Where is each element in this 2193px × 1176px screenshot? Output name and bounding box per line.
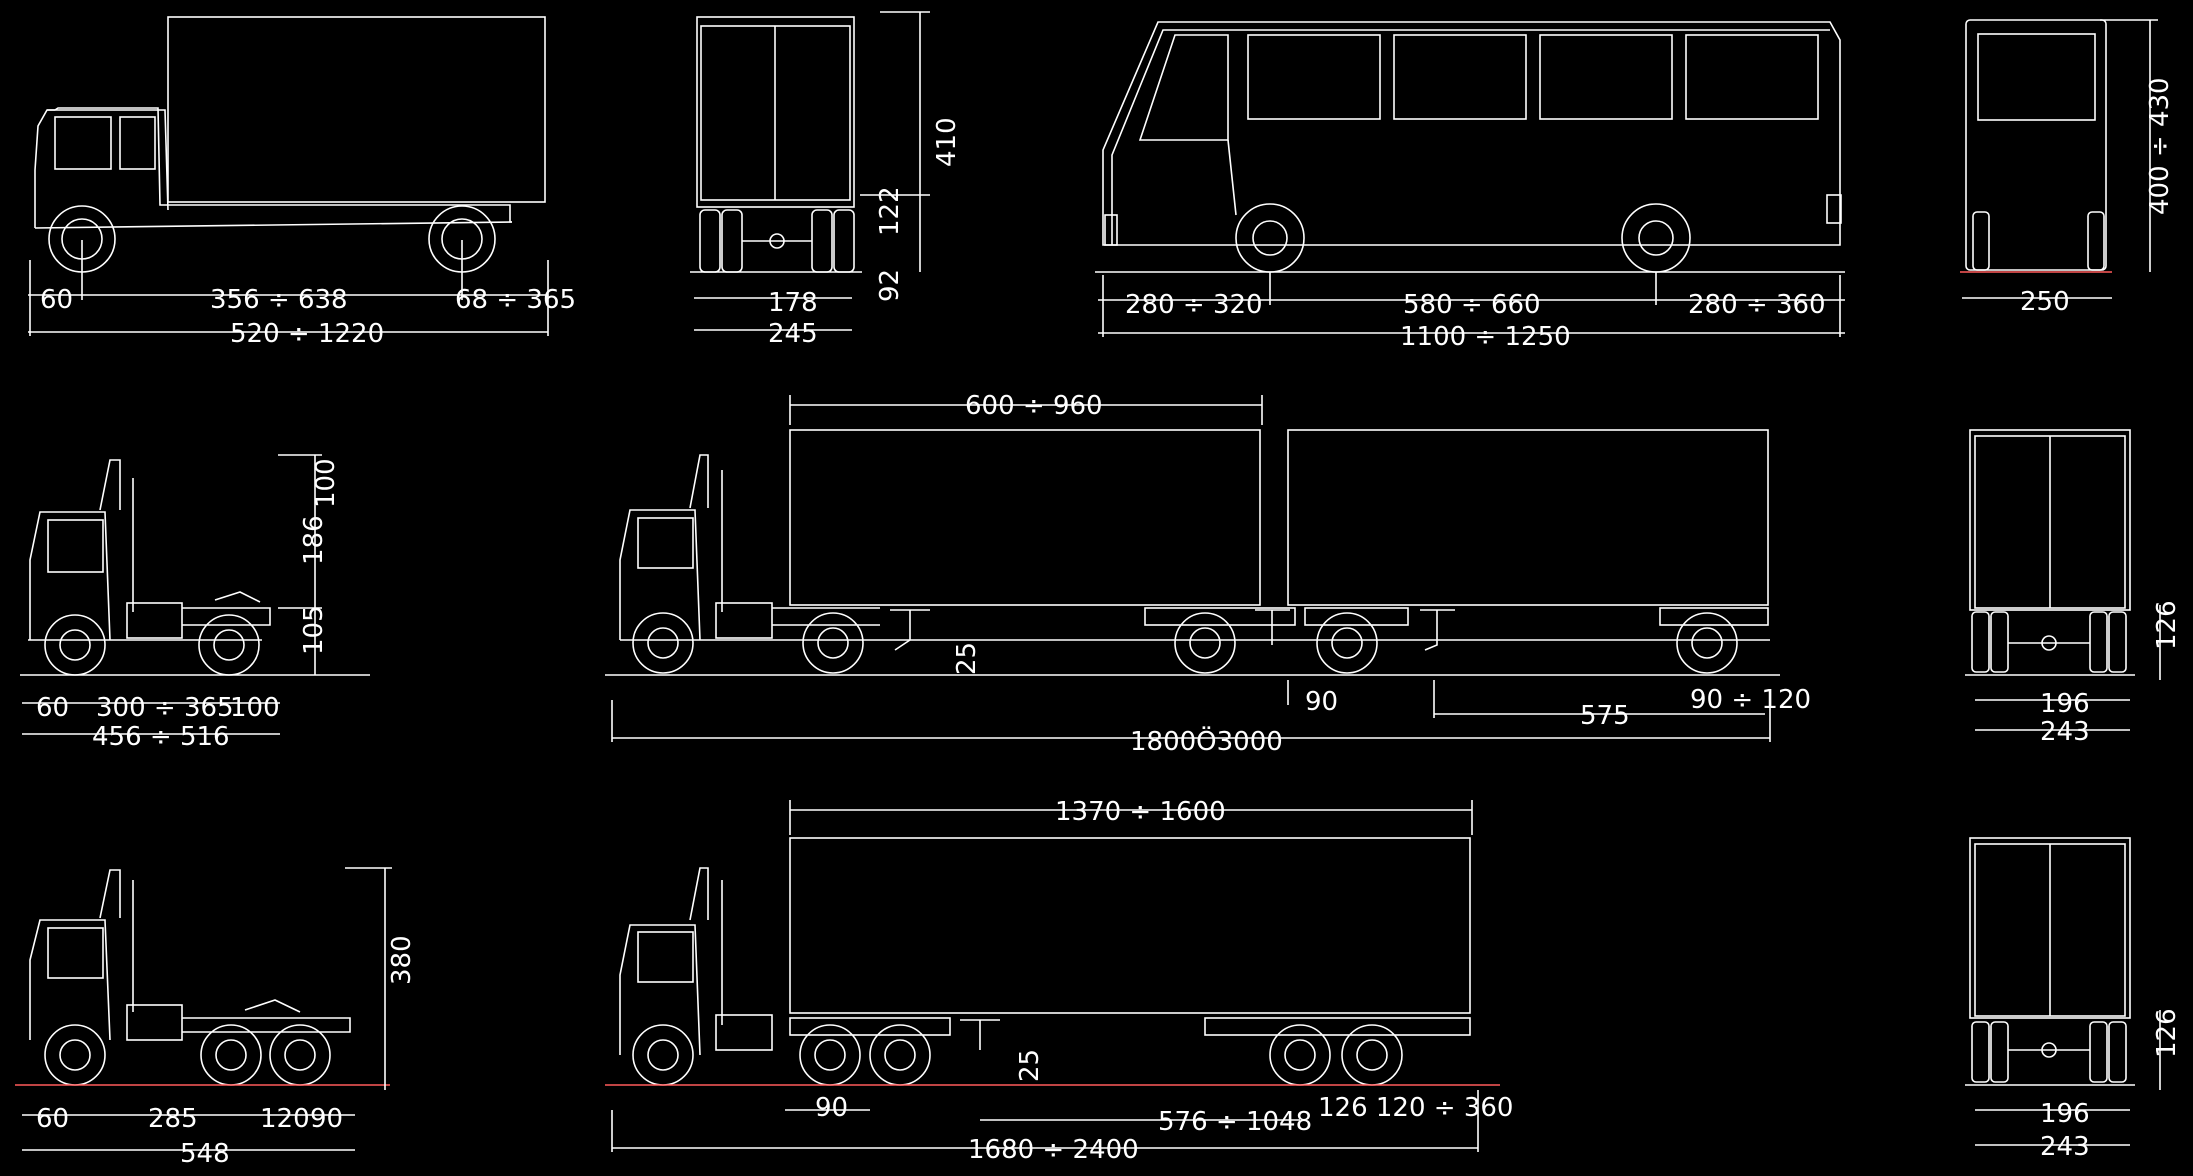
- dim-overall: 1680 ÷ 2400: [968, 1135, 1139, 1165]
- dim-tandem: 90: [815, 1093, 848, 1123]
- dim-gap: 25: [952, 642, 982, 675]
- box-rear-dimension-labels: 410 122 92 178 245: [768, 117, 962, 349]
- dim-height: 380: [387, 935, 417, 985]
- trailer-rear-view-2: [1965, 837, 2161, 1146]
- bus-dimension-labels: 280 ÷ 320 580 ÷ 660 280 ÷ 360 1100 ÷ 125…: [1125, 290, 1826, 352]
- dim-front: 60: [36, 693, 69, 723]
- box-truck-rear-view: [690, 11, 930, 331]
- dim-wheelbase: 285: [148, 1104, 198, 1134]
- dim-overall: 520 ÷ 1220: [230, 319, 384, 349]
- dim-body-clear: 122: [875, 186, 905, 236]
- dim-overall: 456 ÷ 516: [92, 722, 230, 752]
- dim-mid: 575: [1580, 701, 1630, 731]
- bus-rear-view: [1960, 19, 2158, 299]
- dim-trailer-length: 600 ÷ 960: [965, 391, 1103, 421]
- dim-trailer-length: 1370 ÷ 1600: [1055, 797, 1226, 827]
- dim-front: 280 ÷ 320: [1125, 290, 1263, 320]
- dim-height: 410: [932, 117, 962, 167]
- trailer-rear-2-labels: 126 196 243: [2040, 1008, 2182, 1162]
- dim-low: 105: [299, 605, 329, 655]
- dim-ground: 92: [875, 269, 905, 302]
- dim-wheelbase: 580 ÷ 660: [1403, 290, 1541, 320]
- semi-trailer-side-view: [605, 800, 1500, 1152]
- dim-rear: 280 ÷ 360: [1688, 290, 1826, 320]
- dim-wheelbase: 356 ÷ 638: [210, 285, 348, 315]
- dim-width: 250: [2020, 287, 2070, 317]
- dim-overall: 548: [180, 1139, 230, 1169]
- dim-height: 400 ÷ 430: [2145, 77, 2175, 215]
- double-trailer-dimension-labels: 600 ÷ 960 25 90 575 90 ÷ 120 1800Ö3000: [952, 391, 1811, 757]
- dim-rear: 90 ÷ 120: [1690, 685, 1811, 715]
- dim-middle: 186: [299, 515, 329, 565]
- semi-trailer-dimension-labels: 1370 ÷ 1600 25 90 576 ÷ 1048 126 120 ÷ 3…: [815, 797, 1513, 1165]
- dim-rear: 126 120 ÷ 360: [1318, 1093, 1513, 1123]
- dim-rear: 100: [230, 693, 280, 723]
- dim-track: 196: [2040, 689, 2090, 719]
- dim-tandem: 120: [260, 1104, 310, 1134]
- box-truck-dimension-labels: 60 356 ÷ 638 68 ÷ 365 520 ÷ 1220: [40, 285, 576, 349]
- box-truck-side-view: [28, 16, 549, 336]
- dim-rear: 90: [310, 1104, 343, 1134]
- dim-gap: 25: [1015, 1049, 1045, 1082]
- dim-height: 126: [2152, 600, 2182, 650]
- dim-overall: 1800Ö3000: [1130, 725, 1283, 757]
- trailer-rear-view-1: [1965, 429, 2161, 731]
- double-trailer-side-view: [605, 395, 1780, 742]
- dim-wheelbase: 300 ÷ 365: [96, 693, 234, 723]
- dim-top: 100: [311, 458, 341, 508]
- tractor-side-view: [20, 454, 370, 735]
- dim-rear: 68 ÷ 365: [455, 285, 576, 315]
- dim-track: 196: [2040, 1099, 2090, 1129]
- dim-track: 178: [768, 288, 818, 318]
- bus-rear-dimension-labels: 400 ÷ 430 250: [2020, 77, 2175, 317]
- bus-side-view: [1095, 21, 1845, 337]
- dim-width: 243: [2040, 1132, 2090, 1162]
- dim-tow: 90: [1305, 687, 1338, 717]
- tractor-dimension-labels: 100 186 105 60 300 ÷ 365 100 456 ÷ 516: [36, 458, 341, 752]
- trailer-rear-1-labels: 126 196 243: [2040, 600, 2182, 747]
- dim-front: 60: [36, 1104, 69, 1134]
- dim-kingpin: 576 ÷ 1048: [1158, 1107, 1312, 1137]
- dim-overall: 1100 ÷ 1250: [1400, 322, 1571, 352]
- tandem-tractor-side-view: [15, 867, 392, 1151]
- tandem-tractor-dimension-labels: 380 60 285 120 90 548: [36, 935, 417, 1169]
- dim-width: 245: [768, 319, 818, 349]
- dim-height: 126: [2152, 1008, 2182, 1058]
- dim-front: 60: [40, 285, 73, 315]
- dim-width: 243: [2040, 717, 2090, 747]
